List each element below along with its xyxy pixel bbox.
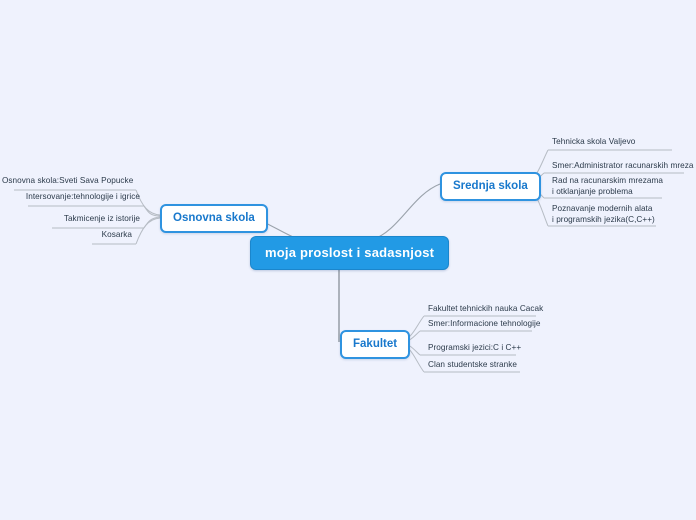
leaf-label: Smer:Informacione tehnologije [428, 319, 541, 328]
branch-label-osnovna-skola: Osnovna skola [173, 212, 255, 224]
leaf-srednja-skola-3[interactable]: Rad na racunarskim mrezama i otklanjanje… [550, 176, 665, 199]
leaf-label: Tehnicka skola Valjevo [552, 137, 636, 146]
stem-osnovna-2 [143, 205, 161, 217]
leaf-osnovna-skola-3[interactable]: Takmicenje iz istorije [0, 214, 142, 227]
leaf-srednja-skola-4[interactable]: Poznavanje modernih alata i programskih … [550, 204, 657, 227]
leaf-fakultet-4[interactable]: Clan studentske stranke [426, 360, 519, 373]
leaf-label: Kosarka [101, 230, 132, 239]
leaf-fakultet-2[interactable]: Smer:Informacione tehnologije [426, 319, 543, 332]
leaf-label: Intersovanje:tehnologije i igrice [25, 192, 140, 201]
leaf-fakultet-3[interactable]: Programski jezici:C i C++ [426, 343, 523, 356]
leaf-label-line2: i programskih jezika(C,C++) [552, 214, 655, 224]
leaf-label: Smer:Administrator racunarskih mreza [552, 161, 694, 170]
stem-osnovna-4 [135, 217, 161, 245]
leaf-label: Takmicenje iz istorije [63, 214, 140, 223]
leaf-label: Programski jezici:C i C++ [428, 343, 522, 352]
branch-node-srednja-skola[interactable]: Srednja skola [440, 172, 541, 201]
leaf-label: Clan studentske stranke [428, 360, 517, 369]
leaf-srednja-skola-1[interactable]: Tehnicka skola Valjevo [550, 137, 637, 150]
leaf-osnovna-skola-2[interactable]: Intersovanje:tehnologije i igrice [0, 192, 142, 205]
leaf-fakultet-1[interactable]: Fakultet tehnickih nauka Cacak [426, 304, 545, 317]
branch-label-fakultet: Fakultet [353, 338, 398, 350]
branch-node-osnovna-skola[interactable]: Osnovna skola [160, 204, 268, 233]
root-node[interactable]: moja proslost i sadasnjost [250, 236, 450, 270]
branch-node-fakultet[interactable]: Fakultet [340, 330, 411, 359]
root-node-label: moja proslost i sadasnjost [265, 245, 435, 260]
leaf-label-line1: Rad na racunarskim mrezama [552, 176, 663, 185]
leaf-srednja-skola-2[interactable]: Smer:Administrator racunarskih mreza [550, 161, 695, 174]
leaf-label-line2: i otklanjanje problema [552, 186, 633, 196]
leaf-label: Osnovna skola:Sveti Sava Popucke [2, 176, 134, 185]
link-root-srednja-skola [371, 183, 441, 241]
leaf-osnovna-skola-4[interactable]: Kosarka [0, 230, 134, 243]
leaf-osnovna-skola-1[interactable]: Osnovna skola:Sveti Sava Popucke [0, 176, 134, 189]
leaf-label: Fakultet tehnickih nauka Cacak [428, 304, 544, 313]
leaf-label-line1: Poznavanje modernih alata [552, 204, 653, 213]
branch-label-srednja-skola: Srednja skola [453, 180, 528, 192]
